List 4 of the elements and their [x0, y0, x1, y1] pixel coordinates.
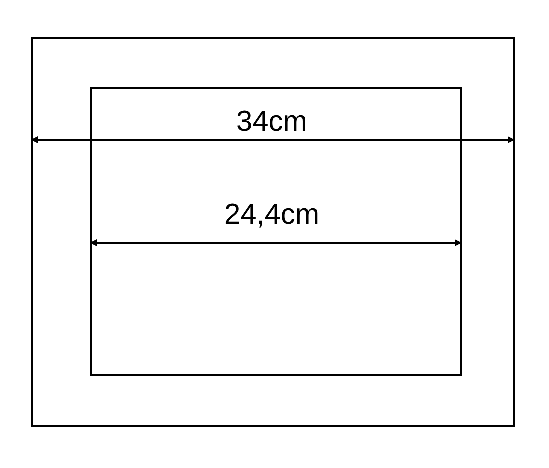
frame-rectangle	[31, 37, 515, 427]
dimension-label: 24,4cm	[224, 201, 320, 230]
dimension-label: 34cm	[236, 108, 308, 137]
frame-rectangle	[90, 87, 462, 376]
